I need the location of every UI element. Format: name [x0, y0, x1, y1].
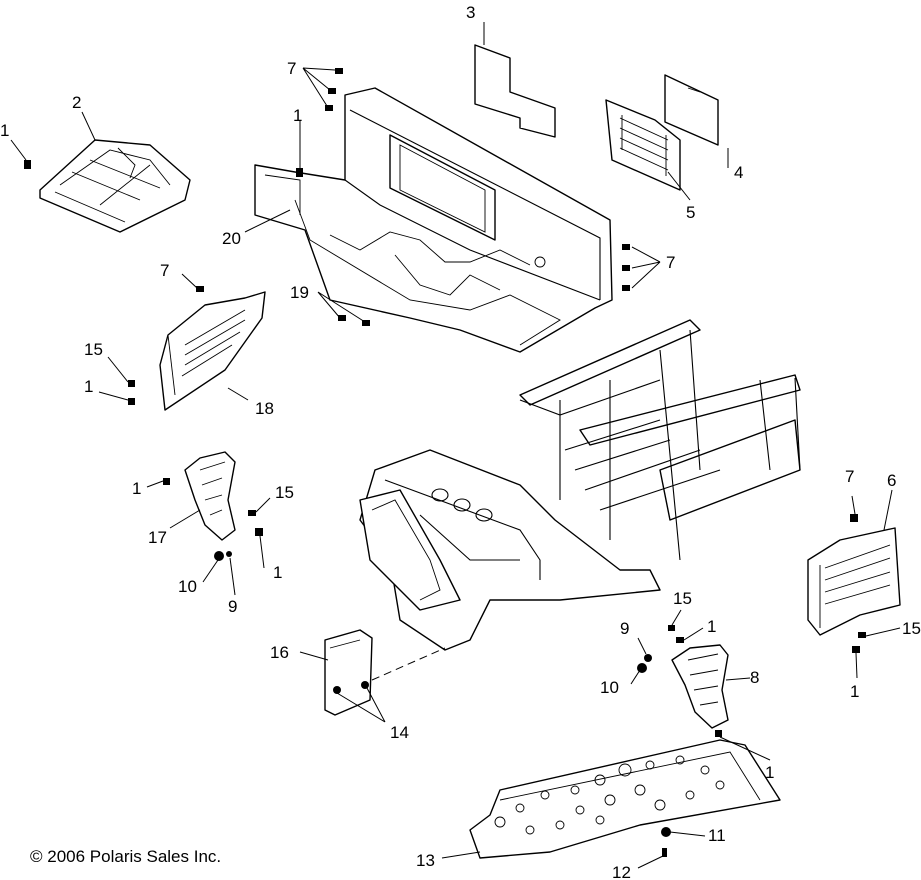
- callout-1: 1: [707, 617, 716, 636]
- callout-7: 7: [845, 467, 854, 486]
- part-17-bracket: [184, 451, 236, 541]
- part-3-sheet: [474, 44, 556, 138]
- callout-1: 1: [84, 377, 93, 396]
- callout-1: 1: [273, 563, 282, 582]
- callout-1: 1: [765, 763, 774, 782]
- callout-20: 20: [222, 229, 241, 248]
- callout-4: 4: [734, 163, 743, 182]
- part-2-panel: [39, 139, 191, 233]
- callout-19: 19: [290, 283, 309, 302]
- callout-15: 15: [673, 589, 692, 608]
- callout-1: 1: [132, 479, 141, 498]
- copyright-notice: © 2006 Polaris Sales Inc.: [30, 847, 221, 866]
- callout-12: 12: [612, 863, 631, 880]
- part-16-plate: [324, 629, 373, 716]
- part-6-panel: [807, 527, 901, 636]
- callout-5: 5: [686, 203, 695, 222]
- callout-15: 15: [275, 483, 294, 502]
- callout-17: 17: [148, 528, 167, 547]
- part-4-sheet: [664, 74, 719, 146]
- leader-lines: [10, 22, 901, 869]
- callout-15: 15: [84, 340, 103, 359]
- callout-6: 6: [887, 471, 896, 490]
- callout-7: 7: [287, 59, 296, 78]
- callout-8: 8: [750, 668, 759, 687]
- part-13-skid-plate: [469, 739, 781, 859]
- callout-2: 2: [72, 93, 81, 112]
- callout-1: 1: [0, 121, 9, 140]
- part-8-bracket: [671, 644, 729, 729]
- callout-7: 7: [666, 253, 675, 272]
- callout-15: 15: [902, 619, 921, 638]
- callout-1: 1: [293, 106, 302, 125]
- callout-9: 9: [228, 597, 237, 616]
- frame-chassis: [359, 319, 801, 651]
- part-18-panel: [159, 291, 266, 411]
- callout-18: 18: [255, 399, 274, 418]
- callout-14: 14: [390, 723, 409, 742]
- callout-13: 13: [416, 851, 435, 870]
- callout-1: 1: [850, 682, 859, 701]
- callout-9: 9: [620, 619, 629, 638]
- callout-3: 3: [466, 3, 475, 22]
- part-5-grille: [605, 99, 681, 191]
- callout-16: 16: [270, 643, 289, 662]
- part-16-dash-line: [371, 647, 446, 681]
- callout-10: 10: [178, 577, 197, 596]
- part-20-cargo-box: [254, 87, 613, 353]
- callout-11: 11: [708, 826, 726, 845]
- callouts: 1 2 1 7 3 4 5 7 20 7 19 15 1 18 1 15 17 …: [0, 3, 921, 880]
- callout-7: 7: [160, 261, 169, 280]
- callout-10: 10: [600, 678, 619, 697]
